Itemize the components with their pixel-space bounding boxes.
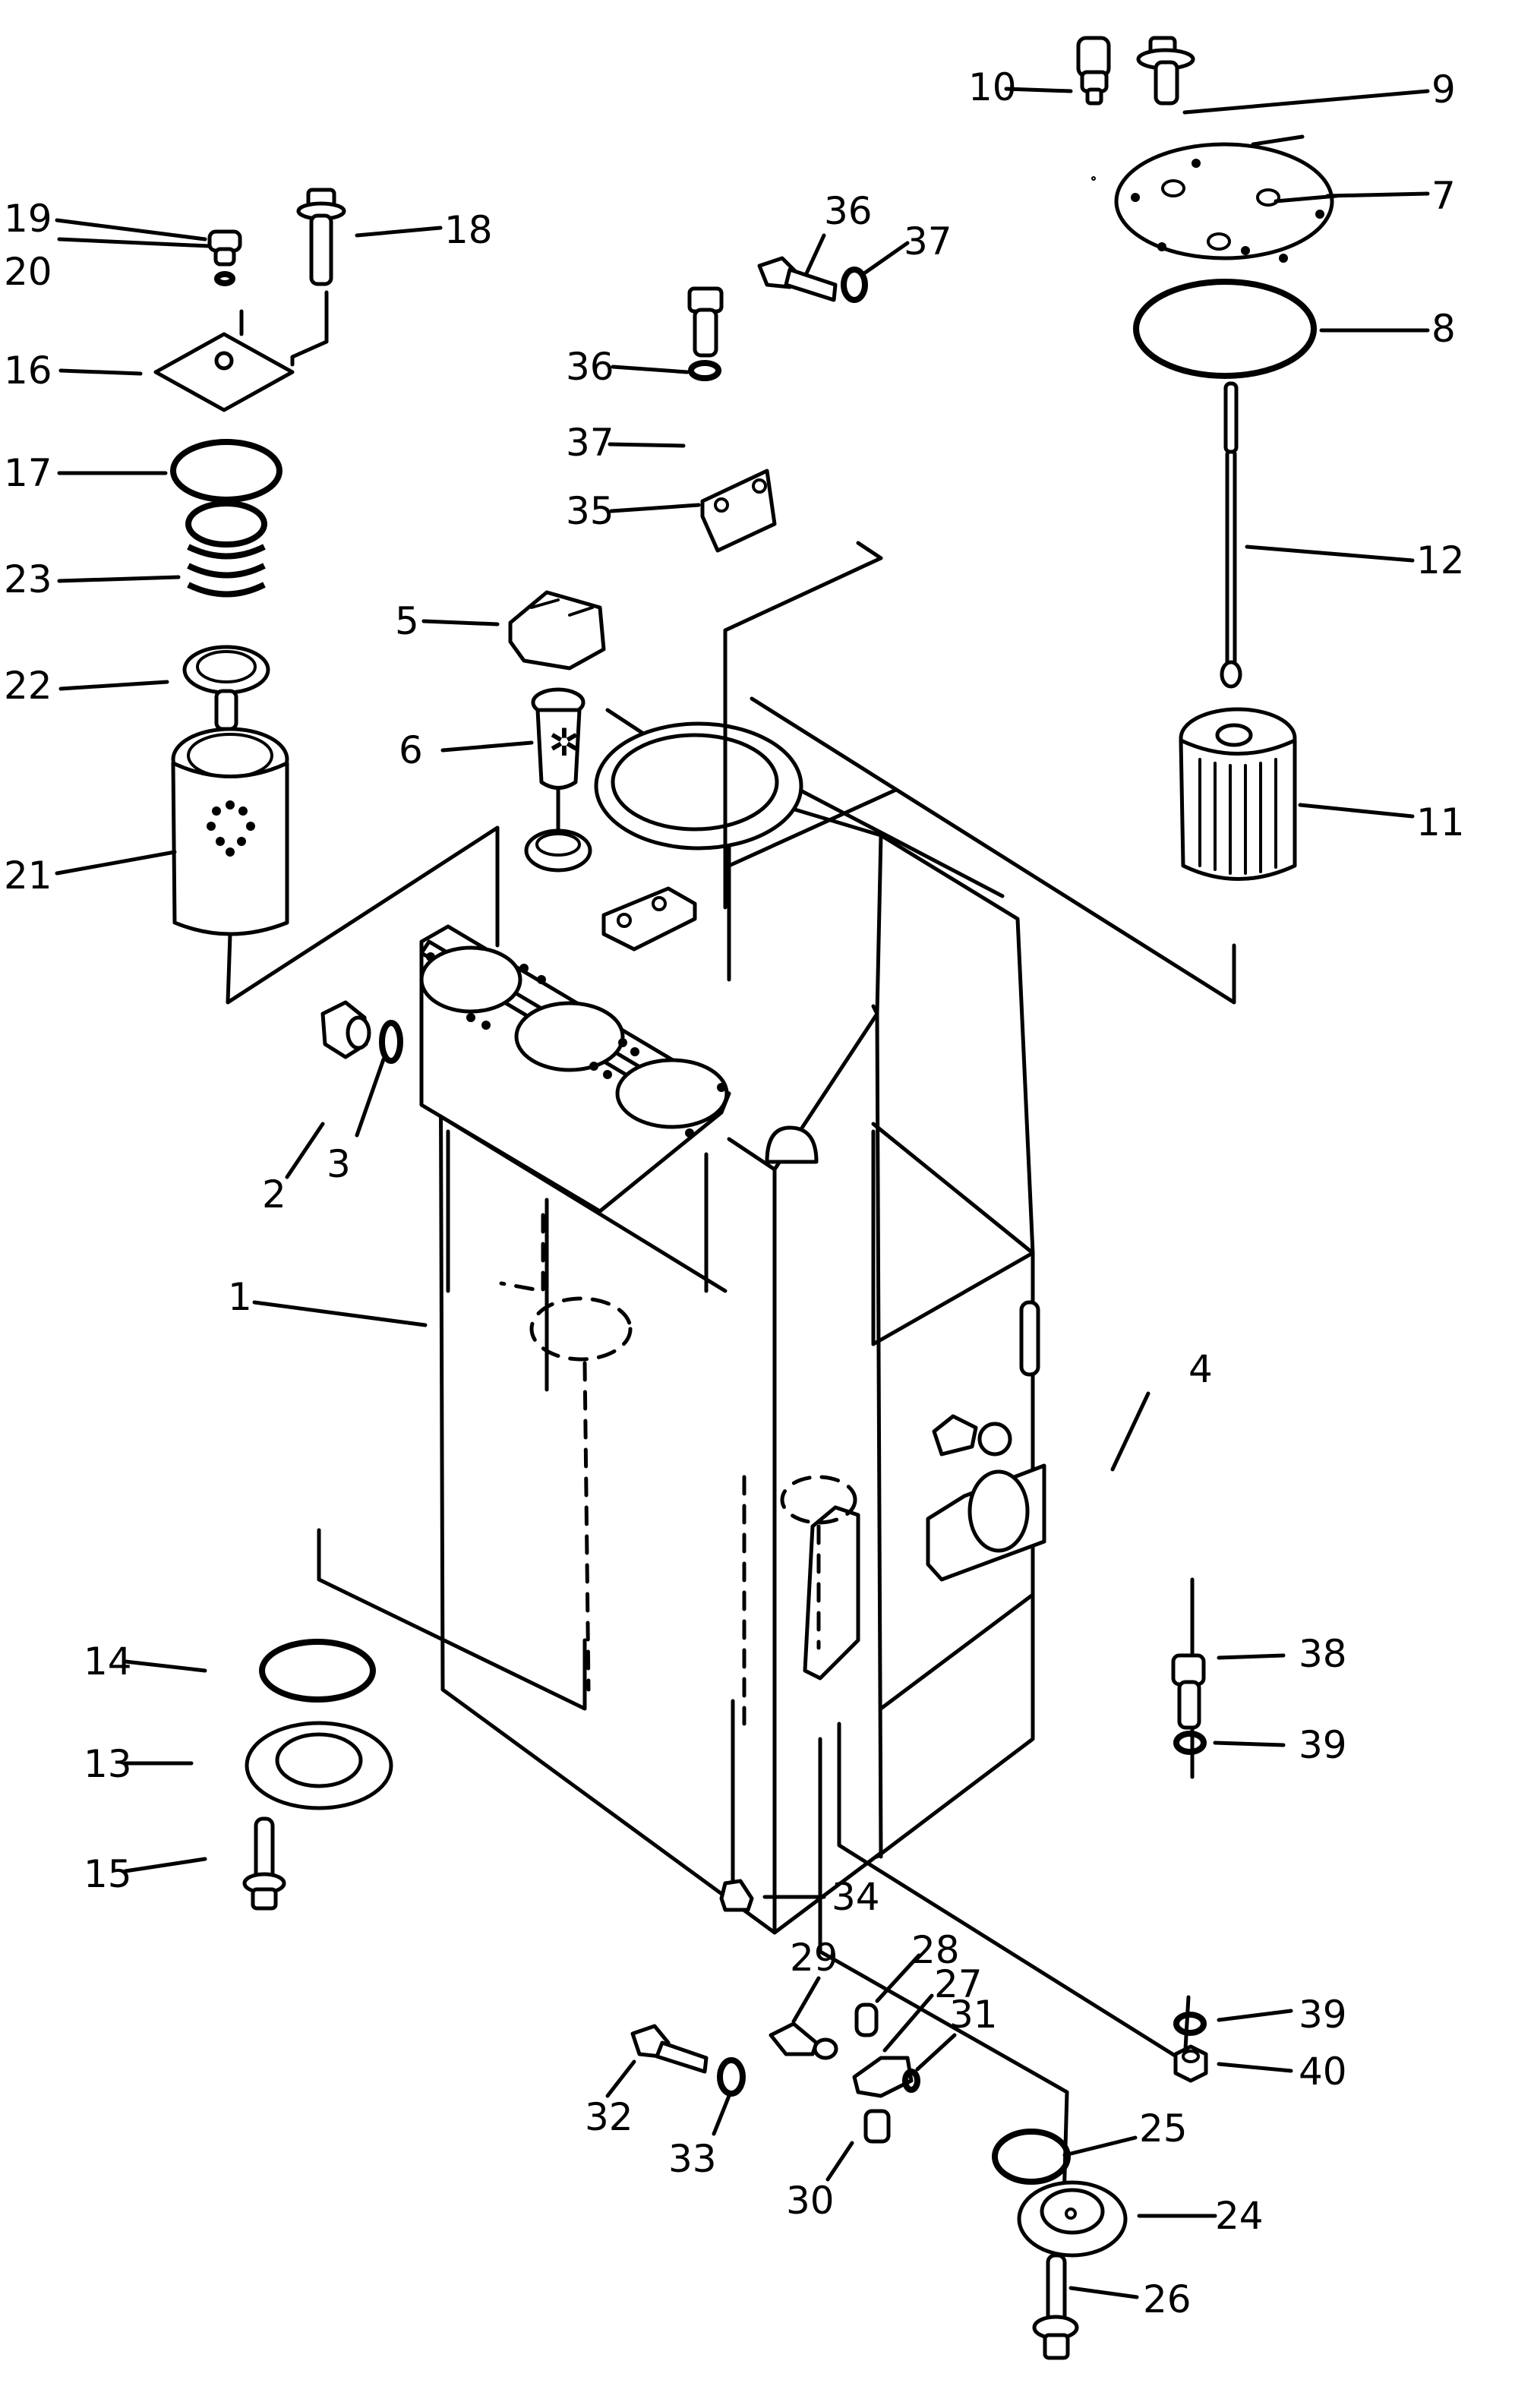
callout-6: 6 — [399, 728, 423, 772]
part-33-washer[interactable] — [717, 2057, 746, 2097]
callout-20: 20 — [4, 250, 52, 294]
callout-30: 30 — [786, 2179, 835, 2223]
callout-leaders — [55, 87, 1430, 2299]
callout-10: 10 — [968, 65, 1017, 109]
part-17-o-ring[interactable] — [170, 439, 282, 503]
part-21-filter-element[interactable] — [171, 727, 289, 936]
part-25-o-ring[interactable] — [992, 2129, 1071, 2185]
callout-26: 26 — [1143, 2277, 1192, 2321]
part-6-strainer[interactable]: ✲ — [531, 687, 586, 790]
part-37-washer-lower[interactable] — [688, 360, 721, 381]
callout-28: 28 — [911, 1928, 960, 1972]
callout-22: 22 — [4, 664, 52, 708]
part-32-bolt[interactable] — [630, 2024, 709, 2074]
part-18-bolt[interactable] — [296, 188, 346, 286]
callout-4: 4 — [1188, 1347, 1213, 1391]
part-29-connector[interactable] — [769, 2021, 838, 2060]
callout-14: 14 — [84, 1640, 132, 1684]
callout-25: 25 — [1139, 2107, 1188, 2151]
bracket-pad — [601, 886, 697, 952]
callout-35: 35 — [566, 489, 614, 533]
part-27-valve[interactable] — [852, 2056, 914, 2098]
callout-38: 38 — [1299, 1632, 1347, 1676]
part-3-o-ring[interactable] — [379, 1020, 403, 1064]
callout-1: 1 — [228, 1275, 252, 1319]
callout-37-upper: 37 — [904, 219, 952, 264]
callout-29: 29 — [790, 1936, 838, 1980]
callout-32: 32 — [585, 2095, 633, 2139]
callout-33: 33 — [668, 2137, 717, 2181]
callout-9: 9 — [1431, 68, 1456, 112]
callout-19: 19 — [4, 197, 52, 241]
callout-16: 16 — [4, 349, 52, 393]
callout-11: 11 — [1416, 800, 1465, 844]
part-37-washer-upper[interactable] — [841, 267, 868, 303]
callout-24: 24 — [1215, 2194, 1264, 2238]
part-31-o-ring[interactable] — [902, 2069, 920, 2093]
callout-13: 13 — [84, 1742, 132, 1786]
callout-36-lower: 36 — [566, 345, 614, 389]
lifting-eye-side — [765, 1125, 819, 1164]
part-8-o-ring[interactable] — [1133, 279, 1317, 379]
part-15-bolt[interactable] — [242, 1816, 286, 1911]
callout-15: 15 — [84, 1852, 132, 1896]
part-5-filler-cap[interactable] — [508, 590, 606, 671]
callout-7: 7 — [1431, 174, 1456, 218]
part-40-nut[interactable] — [1173, 2044, 1208, 2083]
part-12-rod[interactable] — [1220, 381, 1242, 689]
part-39-washer-upper[interactable] — [1173, 1731, 1207, 1755]
callout-21: 21 — [4, 854, 52, 898]
callout-39-upper: 39 — [1299, 1723, 1347, 1767]
part-36-bolt-upper[interactable] — [757, 256, 838, 302]
callout-labels: 1 2 3 4 5 6 7 8 9 10 11 12 13 14 15 16 1… — [4, 65, 1465, 2321]
part-36-bolt-lower[interactable] — [687, 286, 724, 358]
part-11-filter-element[interactable] — [1179, 707, 1297, 881]
tank-body[interactable] — [419, 708, 1046, 1935]
part-20-o-ring[interactable] — [214, 271, 235, 286]
strainer-socket — [524, 828, 592, 873]
part-13-cover[interactable] — [245, 1721, 393, 1810]
part-4-plug[interactable] — [932, 1414, 978, 1456]
callout-5: 5 — [395, 599, 419, 643]
part-28-cap[interactable] — [854, 2002, 879, 2037]
assembly-lines — [226, 290, 1236, 2231]
callout-39-lower: 39 — [1299, 1993, 1347, 2037]
part-16-cover[interactable] — [153, 332, 295, 412]
callout-18: 18 — [444, 208, 493, 252]
callout-27: 27 — [934, 1962, 983, 2006]
callout-3: 3 — [327, 1142, 351, 1186]
callout-37-lower: 37 — [566, 421, 614, 465]
callout-17: 17 — [4, 451, 52, 495]
hidden-port-bottom — [780, 1475, 857, 1525]
callout-31: 31 — [949, 1993, 998, 2037]
part-2-plug[interactable] — [320, 1000, 371, 1059]
part-24-cover[interactable] — [1017, 2180, 1128, 2258]
hidden-port-left — [529, 1296, 633, 1362]
callout-2: 2 — [262, 1172, 286, 1217]
part-39-washer-lower[interactable] — [1173, 2012, 1207, 2036]
callout-12: 12 — [1416, 538, 1465, 582]
snowflake-icon: ✲ — [548, 721, 580, 765]
part-7-cover[interactable] — [1091, 142, 1334, 263]
part-30-plug[interactable] — [863, 2109, 891, 2144]
part-9-bolt[interactable] — [1136, 36, 1195, 106]
part-23-spring[interactable] — [185, 500, 267, 598]
part-35-bracket[interactable] — [700, 469, 777, 553]
callout-8: 8 — [1431, 307, 1456, 351]
callout-34: 34 — [832, 1875, 880, 1919]
part-19-plug[interactable] — [207, 229, 242, 267]
part-10-valve[interactable] — [1076, 36, 1111, 106]
part-38-bolt[interactable] — [1171, 1653, 1206, 1730]
part-22-valve[interactable] — [182, 645, 270, 731]
part-34-plug[interactable] — [719, 1879, 754, 1912]
callout-23: 23 — [4, 557, 52, 601]
part-14-o-ring[interactable] — [259, 1639, 376, 1703]
callout-36-upper: 36 — [824, 189, 873, 233]
sight-gauge — [1019, 1300, 1040, 1377]
callout-40: 40 — [1299, 2050, 1347, 2094]
part-26-bolt[interactable] — [1032, 2253, 1079, 2360]
